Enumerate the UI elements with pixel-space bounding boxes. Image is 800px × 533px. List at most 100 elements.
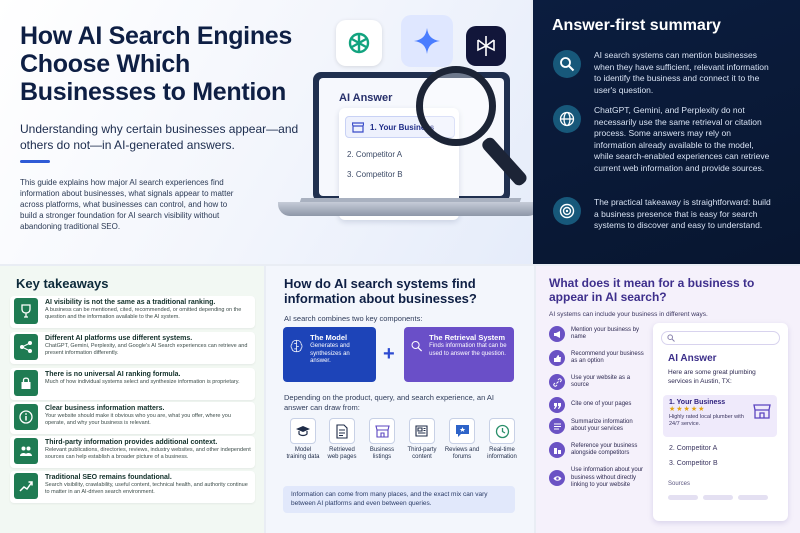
result-second: 2. Competitor A bbox=[347, 150, 403, 159]
brain-icon bbox=[290, 339, 303, 353]
summary-item: AI search systems can mention businesses… bbox=[553, 50, 793, 96]
source-label: Real-time information bbox=[487, 447, 517, 460]
result-second: 2. Competitor A bbox=[669, 445, 718, 452]
source-label: Retrieved web pages bbox=[327, 447, 357, 460]
result-first-name: 1. Your Business bbox=[669, 399, 726, 406]
takeaway-heading: Third-party information provides additio… bbox=[45, 439, 218, 446]
document-icon bbox=[329, 418, 355, 444]
meaning-text: Reference your business alongside compet… bbox=[571, 442, 638, 457]
trophy-icon bbox=[14, 298, 38, 324]
source-label: Business listings bbox=[369, 447, 395, 460]
laptop-base bbox=[278, 202, 540, 216]
takeaway-item: Different AI platforms use different sys… bbox=[10, 332, 255, 364]
plus-sign: + bbox=[383, 343, 395, 365]
growth-icon bbox=[14, 473, 38, 499]
people-icon bbox=[14, 438, 38, 464]
takeaway-heading: Clear business information matters. bbox=[45, 405, 165, 412]
info-icon bbox=[14, 404, 38, 430]
ai-answer-intro: Here are some great plumbing services in… bbox=[668, 369, 756, 385]
hero-subtitle: Understanding why certain businesses app… bbox=[20, 122, 299, 152]
sources-label: Sources bbox=[668, 481, 691, 487]
takeaway-heading: There is no universal AI ranking formula… bbox=[45, 371, 181, 378]
meaning-intro: AI systems can include your business in … bbox=[549, 311, 708, 318]
source-item: Reviews and forums bbox=[444, 418, 480, 461]
summary-item: The practical takeaway is straightforwar… bbox=[553, 197, 793, 232]
lock-icon bbox=[14, 370, 38, 396]
hero-body: This guide explains how major AI search … bbox=[20, 178, 234, 231]
search-icon bbox=[553, 50, 581, 78]
link-icon bbox=[549, 374, 565, 390]
result-first: 1. Your Business ★★★★★ Highly rated loca… bbox=[663, 395, 777, 437]
meaning-title: What does it mean for a business to appe… bbox=[549, 276, 755, 304]
meaning-item: Cite one of your pages bbox=[549, 397, 649, 413]
result-third: 3. Competitor B bbox=[347, 170, 403, 179]
share-icon bbox=[14, 334, 38, 360]
page-title: How AI Search Engines Choose Which Busin… bbox=[20, 22, 293, 106]
graduation-icon bbox=[290, 418, 316, 444]
takeaway-body: A business can be mentioned, cited, reco… bbox=[45, 307, 242, 320]
meaning-item: Use your website as a source bbox=[549, 374, 649, 390]
takeaway-item: There is no universal AI ranking formula… bbox=[10, 368, 255, 400]
ai-answer-title: AI Answer bbox=[339, 92, 393, 104]
summary-item: ChatGPT, Gemini, and Perplexity do not n… bbox=[553, 105, 793, 174]
model-title: The Model bbox=[310, 333, 348, 342]
how-note: Information can come from many places, a… bbox=[283, 486, 515, 513]
chatgpt-icon bbox=[336, 20, 382, 66]
summary-icon bbox=[549, 418, 565, 434]
source-label: Reviews and forums bbox=[444, 447, 480, 460]
summary-title: Answer-first summary bbox=[552, 17, 721, 34]
meaning-text: Mention your business by name bbox=[571, 326, 640, 341]
perplexity-icon bbox=[466, 26, 506, 66]
megaphone-icon bbox=[549, 326, 565, 342]
takeaway-heading: Traditional SEO remains foundational. bbox=[45, 474, 172, 481]
takeaway-item: Traditional SEO remains foundational.Sea… bbox=[10, 471, 255, 503]
meaning-text: Use your website as a source bbox=[571, 374, 631, 389]
search-icon bbox=[667, 334, 675, 342]
source-label: Third-party content bbox=[407, 447, 437, 460]
result-third: 3. Competitor B bbox=[669, 460, 718, 467]
takeaway-body: ChatGPT, Gemini, Perplexity, and Google'… bbox=[45, 343, 248, 356]
store-icon bbox=[369, 418, 395, 444]
gemini-icon bbox=[401, 15, 453, 67]
source-pill bbox=[703, 495, 733, 500]
retrieval-title: The Retrieval System bbox=[429, 333, 506, 342]
how-depending: Depending on the product, query, and sea… bbox=[284, 393, 495, 412]
model-body: Generates and synthesizes an answer. bbox=[310, 343, 350, 364]
takeaway-body: Your website should make it obvious who … bbox=[45, 413, 231, 426]
result-first-label: 1. Your Business bbox=[370, 122, 435, 132]
meaning-item: Recommend your business as an option bbox=[549, 350, 649, 366]
summary-text: ChatGPT, Gemini, and Perplexity do not n… bbox=[594, 105, 770, 173]
meaning-item: Use information about your business with… bbox=[549, 467, 649, 490]
how-intro: AI search combines two key components: bbox=[284, 314, 423, 323]
thumbs-up-icon bbox=[549, 350, 565, 366]
meaning-item: Reference your business alongside compet… bbox=[549, 442, 649, 458]
summary-text: The practical takeaway is straightforwar… bbox=[594, 197, 771, 230]
takeaway-body: Search visibility, crawlability, useful … bbox=[45, 482, 248, 495]
takeaway-heading: AI visibility is not the same as a tradi… bbox=[45, 299, 216, 306]
retrieval-body: Finds information that can be used to an… bbox=[429, 343, 507, 357]
rating-stars: ★★★★★ bbox=[669, 406, 706, 413]
ai-answer-title: AI Answer bbox=[668, 353, 717, 364]
result-first-desc: Highly rated local plumber with 24/7 ser… bbox=[669, 414, 744, 427]
takeaway-item: Clear business information matters.Your … bbox=[10, 402, 255, 434]
meaning-item: Mention your business by name bbox=[549, 326, 649, 342]
source-pill bbox=[668, 495, 698, 500]
takeaway-item: Third-party information provides additio… bbox=[10, 436, 255, 468]
target-icon bbox=[553, 197, 581, 225]
search-icon bbox=[411, 340, 423, 352]
takeaway-item: AI visibility is not the same as a tradi… bbox=[10, 296, 255, 328]
store-icon bbox=[753, 404, 771, 419]
quote-icon bbox=[549, 397, 565, 413]
takeaway-body: Relevant publications, directories, revi… bbox=[45, 447, 251, 460]
clock-icon bbox=[489, 418, 515, 444]
source-item: Business listings bbox=[364, 418, 400, 461]
takeaway-body: Much of how individual systems select an… bbox=[45, 379, 240, 385]
source-label: Model training data bbox=[286, 447, 320, 460]
how-title: How do AI search systems find informatio… bbox=[284, 276, 477, 306]
takeaway-heading: Different AI platforms use different sys… bbox=[45, 335, 193, 342]
search-bar bbox=[661, 331, 780, 345]
takeaways-title: Key takeaways bbox=[16, 276, 109, 291]
compare-icon bbox=[549, 442, 565, 458]
source-item: Retrieved web pages bbox=[324, 418, 360, 461]
